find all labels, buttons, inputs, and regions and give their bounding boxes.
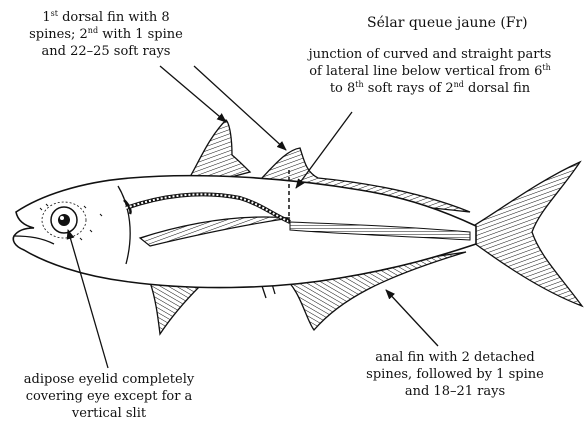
figure-title: Sélar queue jaune (Fr) [367,15,528,31]
arrow-to-first-dorsal [160,66,226,122]
arrow-to-junction [296,112,352,188]
eye-highlight [60,216,64,220]
caudal-fin [470,162,582,306]
arrow-to-anal-fin [386,290,438,346]
anal-fin-label: anal fin with 2 detached spines, followe… [332,349,578,400]
eye-pupil [58,214,70,226]
lateral-line-label: junction of curved and straight parts of… [282,46,578,97]
pelvic-fin [150,282,200,334]
adipose-eyelid-label: adipose eyelid completely covering eye e… [4,371,214,422]
dorsal-fins-label: 1st dorsal fin with 8 spines; 2nd with 1… [8,9,204,60]
arrow-to-second-dorsal [194,66,286,150]
